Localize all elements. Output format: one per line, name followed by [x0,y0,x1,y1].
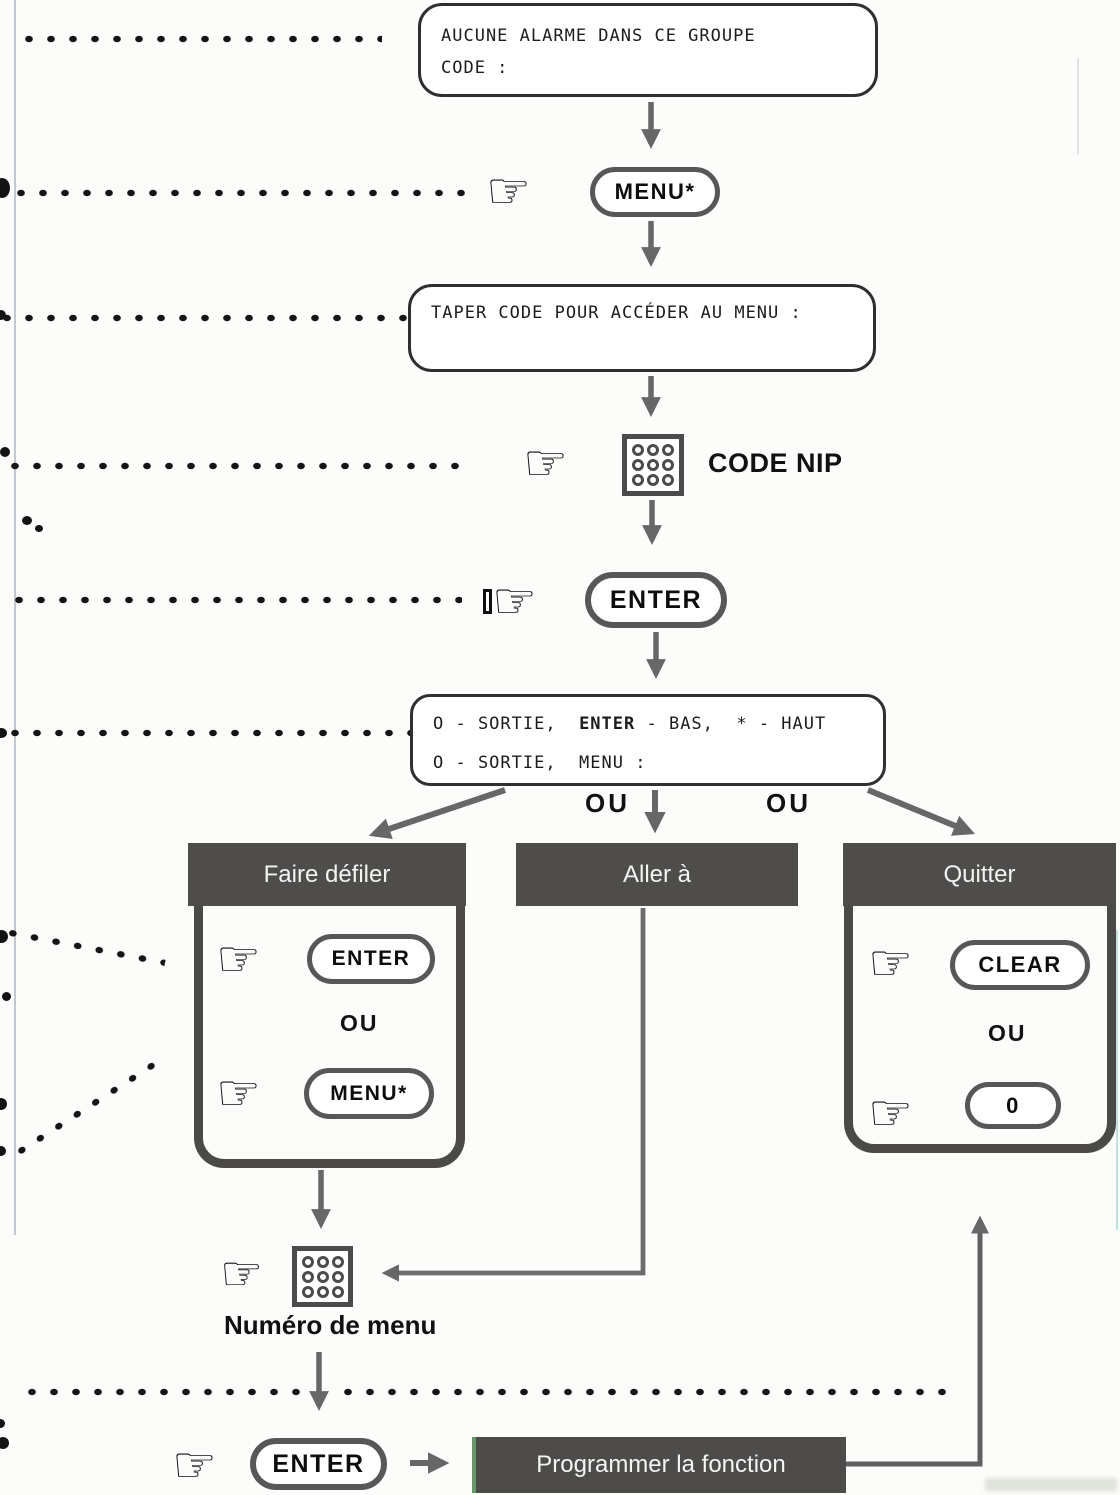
lcd-display-enter-code: TAPER CODE POUR ACCÉDER AU MENU : [408,284,876,372]
branch-header-quit: Quitter [843,843,1116,906]
ink-speck [0,1098,7,1110]
quit-branch-box [844,906,1116,1153]
program-function-box: Programmer la fonction [472,1437,846,1493]
enter-key-scroll: ENTER [307,934,435,984]
menu-key-scroll: MENU* [304,1068,434,1119]
menu-key: MENU* [590,167,720,217]
scan-edge-line-right [1116,930,1118,1230]
ink-speck [0,447,10,457]
dotted-leader-row1 [22,33,382,45]
hand-cuff-icon [483,589,492,614]
or-label: OU [988,1020,1027,1046]
keypad-icon [292,1246,353,1307]
scan-fold-line [14,0,16,1235]
dotted-leader-row5 [12,594,462,606]
dotted-leader-row2 [14,187,478,199]
pointing-hand-icon: ☞ [492,572,537,630]
lcd-line: CODE : [441,58,509,78]
lcd-display-no-alarm: AUCUNE ALARME DANS CE GROUPE CODE : [418,3,878,97]
ink-speck [0,1419,5,1428]
pointing-hand-icon: ☞ [216,930,261,988]
branch-header-goto: Aller à [516,843,798,906]
ink-speck [0,930,8,943]
ink-speck [0,1146,6,1156]
pointing-hand-icon: ☞ [523,434,568,492]
lcd-line: O - SORTIE, ENTER - BAS, * - HAUT [433,714,827,734]
dotted-leader-diagonal-up [12,1053,167,1160]
or-label: OU [766,788,811,818]
scan-edge-line [1077,58,1079,154]
zero-key: 0 [965,1082,1061,1129]
keypad-icon [622,434,684,496]
ink-speck [0,178,10,198]
lcd-line: TAPER CODE POUR ACCÉDER AU MENU : [431,303,802,323]
dotted-leader-row3 [0,312,442,324]
lcd-line: O - SORTIE, MENU : [433,753,647,773]
pointing-hand-icon: ☞ [216,1064,261,1122]
line-program-to-quit [846,1215,989,1467]
menu-number-label: Numéro de menu [224,1310,437,1340]
ink-speck [22,516,32,525]
ink-speck [35,525,43,532]
dotted-leader-bottom-left [25,1386,309,1398]
ink-speck [2,992,11,1001]
pointing-hand-icon: ☞ [868,1084,913,1142]
dotted-leader-diagonal-down [4,926,167,969]
pointing-hand-icon: ☞ [868,934,913,992]
dotted-leader-bottom-right [341,1386,953,1398]
enter-key-bottom: ENTER [250,1438,387,1490]
lcd-display-menu-nav: O - SORTIE, ENTER - BAS, * - HAUT O - SO… [410,694,886,786]
arrow-branch-scroll [368,787,506,840]
branch-header-scroll: Faire défiler [188,843,466,906]
clear-key: CLEAR [950,940,1090,990]
ink-speck [0,1437,9,1449]
pointing-hand-icon: ☞ [220,1246,264,1302]
or-label: OU [340,1010,379,1036]
or-label: OU [585,788,630,818]
ink-speck [0,728,7,738]
pointing-hand-icon: ☞ [172,1436,217,1494]
print-smudge [985,1478,1117,1491]
scroll-branch-box [194,906,465,1168]
pointing-hand-icon: ☞ [486,162,531,220]
pin-code-label: CODE NIP [708,448,843,478]
enter-key: ENTER [585,572,727,628]
lcd-line: AUCUNE ALARME DANS CE GROUPE [441,26,756,46]
arrow-branch-quit [866,787,975,836]
dotted-leader-row4 [8,460,460,472]
dotted-leader-row6 [8,727,432,739]
